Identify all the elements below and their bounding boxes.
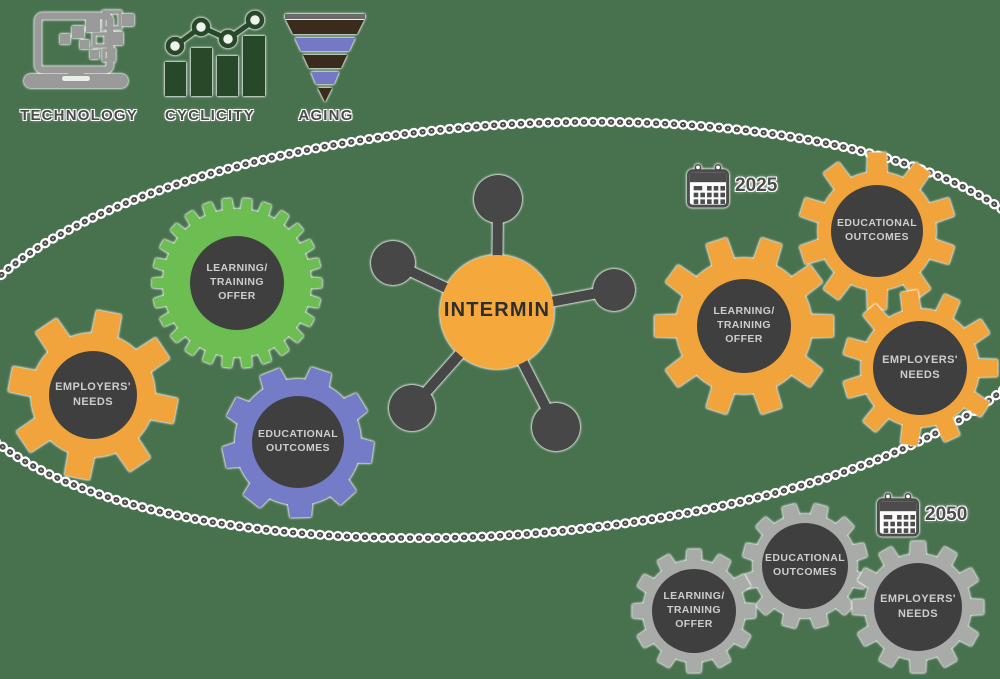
gear-core xyxy=(252,396,344,488)
calendar-icon xyxy=(687,164,729,208)
milestone-year-2025: 2025 xyxy=(735,175,778,196)
gear-employers-needs-present xyxy=(8,310,178,480)
chain-dots xyxy=(0,119,1000,541)
gear-core xyxy=(874,563,962,651)
hub-node xyxy=(474,175,522,223)
gear-employers-needs-2050 xyxy=(852,541,984,673)
hub-node xyxy=(593,269,635,311)
gear-label-educational-2050: EDUCATIONAL OUTCOMES xyxy=(764,552,846,578)
hub-node xyxy=(371,241,415,285)
aging-pyramid-icon xyxy=(285,14,365,102)
gear-label-employers-present: EMPLOYERS' NEEDS xyxy=(55,381,131,408)
hub-label: INTERMIN xyxy=(443,299,551,321)
hub-node xyxy=(532,403,580,451)
gear-core xyxy=(831,185,923,277)
gear-employers-needs-2025 xyxy=(843,290,998,446)
gear-core xyxy=(652,569,736,653)
hub-circle xyxy=(440,255,554,369)
gear-label-educational-present: EDUCATIONAL OUTCOMES xyxy=(257,428,339,454)
driver-label-technology: TECHNOLOGY xyxy=(20,107,138,124)
hub-node xyxy=(389,385,435,431)
gear-learning-training-offer-2025 xyxy=(654,237,834,415)
gear-educational-outcomes-present xyxy=(222,367,374,518)
gear-label-educational-2025: EDUCATIONAL OUTCOMES xyxy=(836,217,918,243)
hub-network xyxy=(371,175,635,451)
calendar-icon xyxy=(877,493,919,537)
driver-label-aging: AGING xyxy=(298,107,354,124)
gear-learning-training-offer-present xyxy=(152,198,322,368)
laptop-icon xyxy=(24,10,134,88)
gear-label-learning-2025: LEARNING/ TRAINING OFFER xyxy=(713,305,775,345)
gear-core xyxy=(697,279,791,373)
gear-label-learning-present: LEARNING/ TRAINING OFFER xyxy=(206,262,268,302)
gear-core xyxy=(49,351,137,439)
gear-core xyxy=(190,236,284,330)
milestone-year-2050: 2050 xyxy=(925,504,968,525)
gear-label-learning-2050: LEARNING/ TRAINING OFFER xyxy=(663,590,725,630)
gear-learning-training-offer-2050 xyxy=(632,549,756,673)
gear-educational-outcomes-2050 xyxy=(742,503,868,629)
bar-chart-icon xyxy=(165,10,265,96)
gear-core xyxy=(762,523,848,609)
gear-label-employers-2050: EMPLOYERS' NEEDS xyxy=(880,593,956,620)
gear-label-employers-2025: EMPLOYERS' NEEDS xyxy=(882,354,958,381)
gear-educational-outcomes-2025 xyxy=(799,152,955,310)
driver-label-cyclicity: CYCLICITY xyxy=(165,107,255,124)
gear-core xyxy=(873,321,967,415)
